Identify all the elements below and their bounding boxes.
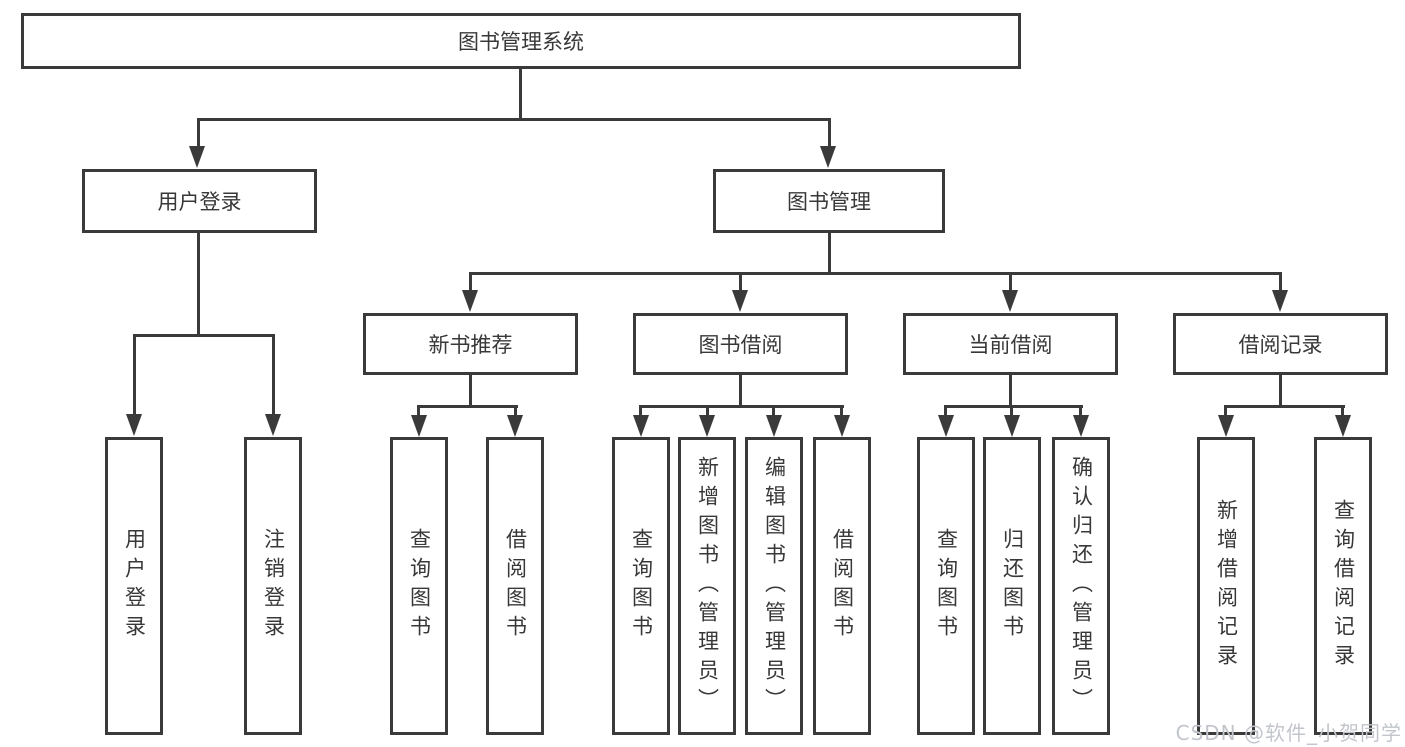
arrow-down-icon [265,414,281,436]
leaf-user-login-label: 用户登录 [122,528,147,644]
leaf-query-books-recommend-label: 查询图书 [407,528,432,644]
leaf-borrow-books-borrowing-label: 借阅图书 [830,528,855,644]
arrow-down-icon [1335,415,1351,437]
leaf-user-login: 用户登录 [105,437,163,735]
arrow-down-icon [1218,415,1234,437]
connector-line [1279,272,1282,293]
leaf-edit-book-admin: 编辑图书（管理员） [745,437,803,735]
node-new-book-recommendation: 新书推荐 [363,313,578,375]
arrow-down-icon [411,415,427,437]
connector-line [1079,405,1082,419]
leaf-query-books-borrowing-label: 查询图书 [629,528,654,644]
arrow-down-icon [1002,290,1018,312]
node-user-login: 用户登录 [82,169,317,233]
connector-line [469,272,472,293]
leaf-borrow-books-recommend: 借阅图书 [486,437,544,735]
leaf-borrow-books-recommend-label: 借阅图书 [503,528,528,644]
leaf-query-books-recommend: 查询图书 [390,437,448,735]
connector-line [639,405,642,419]
leaf-query-books-current-label: 查询图书 [934,528,959,644]
connector-line [739,375,742,408]
connector-line [706,405,709,419]
connector-line [1224,405,1345,408]
connector-line [272,334,275,416]
connector-line [828,233,831,275]
connector-line [197,118,831,121]
node-library-management-system: 图书管理系统 [21,13,1021,69]
leaf-query-books-borrowing: 查询图书 [612,437,670,735]
leaf-borrow-books-borrowing: 借阅图书 [813,437,871,735]
leaf-add-book-admin: 新增图书（管理员） [678,437,736,735]
arrow-down-icon [732,290,748,312]
connector-line [1279,375,1282,408]
leaf-return-books-label: 归还图书 [1000,528,1025,644]
leaf-confirm-return-admin-label: 确认归还（管理员） [1069,455,1094,717]
node-current-borrowing: 当前借阅 [903,313,1118,375]
leaf-query-books-current: 查询图书 [917,437,975,735]
leaf-logout: 注销登录 [244,437,302,735]
leaf-add-book-admin-label: 新增图书（管理员） [695,455,720,717]
connector-line [1009,375,1012,408]
node-borrowing-records: 借阅记录 [1173,313,1388,375]
connector-line [197,233,200,337]
node-book-management: 图书管理 [713,169,945,233]
connector-line [1224,405,1227,419]
leaf-add-borrow-record: 新增借阅记录 [1197,437,1255,735]
arrow-down-icon [189,146,205,168]
arrow-down-icon [699,415,715,437]
connector-line [772,405,775,419]
leaf-query-borrow-record-label: 查询借阅记录 [1331,499,1356,673]
connector-line [417,405,518,408]
arrow-down-icon [1004,415,1020,437]
connector-line [944,405,947,419]
connector-line [519,69,522,120]
connector-line [417,405,420,419]
connector-line [197,118,200,149]
connector-line [1341,405,1344,419]
leaf-edit-book-admin-label: 编辑图书（管理员） [762,455,787,717]
connector-line [133,334,275,337]
leaf-add-borrow-record-label: 新增借阅记录 [1214,499,1239,673]
connector-line [828,118,831,149]
connector-line [1010,405,1013,419]
leaf-return-books: 归还图书 [983,437,1041,735]
arrow-down-icon [820,146,836,168]
arrow-down-icon [1272,290,1288,312]
arrow-down-icon [1073,415,1089,437]
leaf-logout-label: 注销登录 [261,528,286,644]
leaf-query-borrow-record: 查询借阅记录 [1314,437,1372,735]
leaf-confirm-return-admin: 确认归还（管理员） [1052,437,1110,735]
connector-line [944,405,1083,408]
arrow-down-icon [766,415,782,437]
node-book-borrowing: 图书借阅 [633,313,848,375]
connector-line [840,405,843,419]
arrow-down-icon [126,414,142,436]
connector-line [133,334,136,416]
connector-line [639,405,844,408]
arrow-down-icon [462,290,478,312]
connector-line [469,272,1282,275]
connector-line [469,375,472,408]
arrow-down-icon [633,415,649,437]
connector-line [1009,272,1012,293]
arrow-down-icon [834,415,850,437]
connector-line [739,272,742,293]
connector-line [514,405,517,419]
arrow-down-icon [938,415,954,437]
csdn-watermark: CSDN @软件_小贺同学 [1175,721,1402,745]
arrow-down-icon [507,415,523,437]
